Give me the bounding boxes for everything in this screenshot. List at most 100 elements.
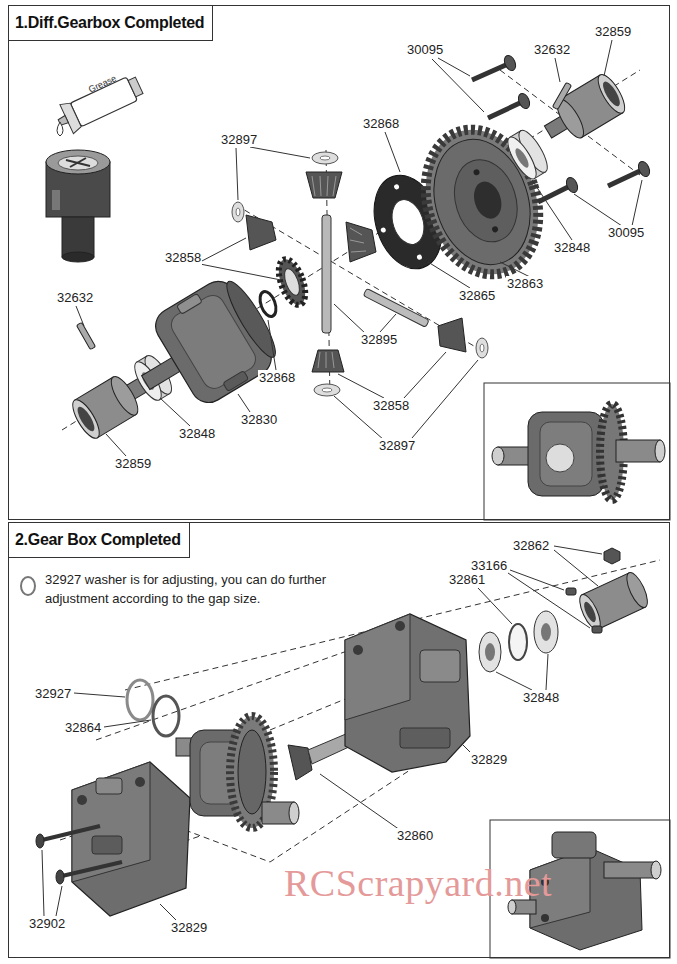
axis-line [62, 70, 640, 430]
gasket [380, 227, 386, 233]
greased-diff [62, 217, 94, 257]
watermark: RCScrapyard.net [283, 862, 553, 904]
cross-pin [322, 215, 331, 333]
leader-line [412, 360, 478, 438]
ring-gear [473, 168, 481, 176]
bearing [503, 127, 553, 183]
diff-case [177, 293, 203, 314]
ring-gear [444, 152, 527, 250]
output-cup [593, 71, 629, 117]
callout-number: 32861 [448, 572, 486, 587]
gear-teeth [318, 352, 334, 368]
washer [127, 680, 153, 720]
leader-line [404, 352, 446, 398]
callout-number: 30095 [406, 42, 444, 57]
assembled-gearbox [604, 862, 656, 878]
callout-number: 32858 [372, 398, 410, 413]
callout-number: 32848 [553, 240, 591, 255]
washer [257, 289, 279, 318]
gear-teeth [312, 176, 336, 196]
screw [472, 54, 652, 202]
bevel-gear [346, 222, 376, 262]
screw [502, 54, 518, 73]
leader-line [200, 238, 246, 262]
pin [363, 288, 429, 327]
axis-line [270, 695, 355, 730]
bearing [485, 643, 495, 661]
leader-line [76, 306, 84, 326]
assembled-diff [528, 412, 604, 496]
callout-number: 30095 [607, 225, 645, 240]
callout-number: 32859 [114, 456, 152, 471]
leader-line [42, 546, 602, 922]
callout-number: 32897 [220, 132, 258, 147]
output-cup [582, 600, 599, 623]
callout-number: 33166 [470, 558, 508, 573]
leader-line [428, 262, 470, 288]
axis-line [62, 70, 640, 430]
output-cup [600, 79, 623, 108]
bearing [479, 611, 558, 672]
bevel-gear [312, 350, 344, 372]
ring-gear [408, 115, 556, 289]
leader-line [74, 693, 125, 697]
section-heading: 1.Diff.Gearbox Completed [9, 6, 213, 41]
washer [153, 696, 179, 736]
leader-line [238, 394, 250, 412]
leader-line [532, 180, 572, 240]
greased-diff [46, 150, 110, 174]
greased-diff [58, 156, 98, 170]
leader-line [76, 40, 642, 456]
assembled-diff [492, 447, 504, 465]
leader-line [496, 672, 532, 690]
assembled-diff [616, 440, 660, 462]
pin [76, 322, 95, 349]
screw [516, 92, 532, 111]
callout-number: 32902 [28, 916, 66, 931]
leader-line [604, 40, 612, 76]
leader-line [104, 720, 151, 727]
diff-case [223, 371, 249, 392]
greased-diff [62, 252, 94, 262]
assembled-gearbox [552, 832, 596, 858]
callout-number: 32858 [164, 250, 202, 265]
side-gear [282, 267, 303, 297]
set-screw [592, 626, 602, 633]
ring-gear [418, 127, 545, 277]
leader-line [56, 886, 62, 916]
gearbox-housing [72, 762, 190, 916]
set-screw [566, 588, 602, 633]
diff-assembly [289, 802, 299, 824]
callout-number: 32848 [178, 426, 216, 441]
leader-line [268, 320, 276, 370]
assembled-gearbox [541, 914, 549, 922]
screw [56, 870, 64, 884]
diff-case [119, 270, 287, 428]
diff-assembly [176, 716, 299, 828]
assembled-diff [655, 440, 665, 462]
axis-line [96, 650, 350, 740]
callout-number: 32859 [594, 24, 632, 39]
gearbox-housing [77, 795, 87, 805]
screw [62, 862, 122, 876]
thrust-washer [476, 338, 488, 358]
pin [552, 82, 571, 109]
callout-number: 32865 [458, 288, 496, 303]
screw [472, 64, 508, 80]
gasket [393, 184, 399, 190]
nut [604, 548, 620, 564]
axis-line [500, 70, 640, 175]
output-cup [68, 396, 104, 442]
screw [488, 102, 522, 118]
leader-line [250, 147, 310, 158]
leader-line [508, 573, 590, 628]
callout-number: 32830 [240, 412, 278, 427]
gearbox-housing [400, 728, 450, 748]
gearbox-housing [96, 778, 122, 794]
output-cup [75, 404, 98, 433]
leader-line [554, 550, 598, 586]
greased-diff [46, 150, 110, 262]
side-gear [273, 256, 310, 309]
spacer [509, 624, 527, 660]
